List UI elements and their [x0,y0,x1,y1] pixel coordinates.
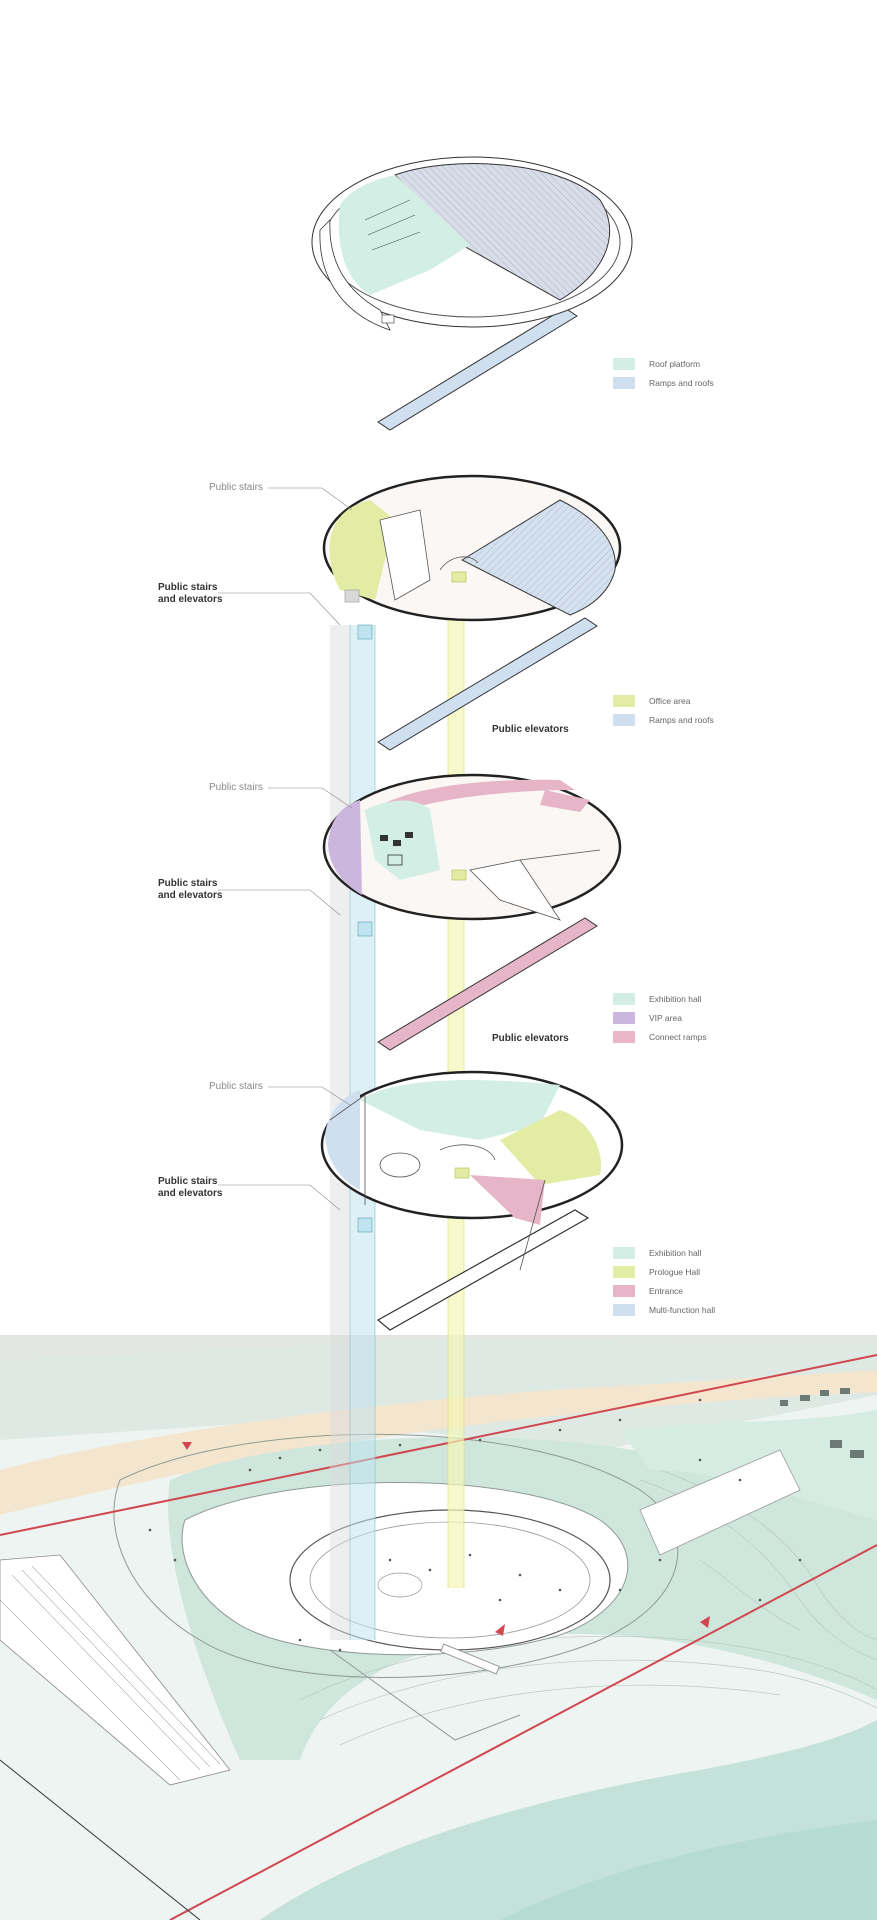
legend-label: Exhibition hall [649,993,702,1004]
people-markers [148,1398,802,1652]
site-plan [0,1335,877,1920]
legend-item: Connect ramps [613,1027,707,1046]
level-third-floor [322,474,622,751]
legend-label: Entrance [649,1285,684,1296]
callout-public-elevators: Public elevators [492,1033,569,1044]
axis-line [169,1544,877,1920]
exhibition-hall-zone [365,800,440,880]
legend-item: Exhibition hall [613,1243,715,1262]
exhibition-hall-zone [360,1080,560,1140]
level-ground-floor [320,1070,624,1331]
legend-swatch [613,1246,635,1259]
callout-line: Public stairs [158,1176,218,1187]
ground-ramp [376,1209,590,1331]
legend-swatch [613,1284,635,1297]
legend-item: Exhibition hall [613,989,707,1008]
legend-label: Exhibition hall [649,1247,702,1258]
legend-roof: Roof platform Ramps and roofs [613,354,714,392]
legend-swatch [613,992,635,1005]
entry-arrow-icon [700,1616,710,1628]
legend-item: Prologue Hall [613,1262,715,1281]
callout-public-elevators: Public elevators [492,724,569,735]
prologue-hall-zone [500,1110,601,1185]
multi-function-hall-zone [325,1090,360,1190]
legend-item: VIP area [613,1008,707,1027]
level-roof [311,156,633,431]
legend-label: Ramps and roofs [649,714,714,725]
legend-item: Office area [613,691,714,710]
legend-swatch [613,694,635,707]
legend-label: Multi-function hall [649,1304,716,1315]
legend-third-floor: Office area Ramps and roofs [613,691,714,729]
legend-swatch [613,1011,635,1024]
legend-label: Prologue Hall [649,1266,701,1277]
connect-ramp [377,917,598,1051]
entrance-zone [470,1175,545,1225]
legend-swatch [613,1265,635,1278]
legend-item: Multi-function hall [613,1300,715,1319]
legend-label: Ramps and roofs [649,377,714,388]
callout-public-stairs-elevators: Public stairs and elevators [158,1176,222,1200]
roof-platform-zone [338,175,470,295]
callout-public-stairs: Public stairs [209,782,263,793]
axis-line [0,1354,877,1536]
level-second-floor [322,773,622,1051]
callout-line: and elevators [158,594,223,605]
callout-line: and elevators [158,1188,223,1199]
callout-line: and elevators [158,890,223,901]
legend-swatch [613,713,635,726]
legend-item: Ramps and roofs [613,710,714,729]
legend-swatch [613,376,635,389]
legend-label: VIP area [649,1012,682,1023]
legend-label: Roof platform [649,358,701,369]
callout-public-stairs: Public stairs [209,1081,263,1092]
callout-public-stairs-elevators: Public stairs and elevators [158,582,222,606]
office-area-zone [329,500,395,600]
legend-swatch [613,1030,635,1043]
legend-item: Ramps and roofs [613,373,714,392]
legend-label: Office area [649,695,691,706]
callout-line: Public stairs [158,878,218,889]
legend-label: Connect ramps [649,1031,707,1042]
vip-area-zone [328,800,362,895]
legend-second-floor: Exhibition hall VIP area Connect ramps [613,989,707,1046]
callout-public-stairs-elevators: Public stairs and elevators [158,878,222,902]
legend-ground-floor: Exhibition hall Prologue Hall Entrance M… [613,1243,715,1319]
legend-swatch [613,1303,635,1316]
legend-swatch [613,357,635,370]
callout-public-stairs: Public stairs [209,482,263,493]
legend-item: Roof platform [613,354,714,373]
parking-stalls [0,1565,221,1781]
callout-leaders [218,487,353,1211]
entry-arrow-icon [182,1442,192,1450]
legend-item: Entrance [613,1281,715,1300]
entry-arrow-icon [495,1624,505,1636]
callout-line: Public stairs [158,582,218,593]
